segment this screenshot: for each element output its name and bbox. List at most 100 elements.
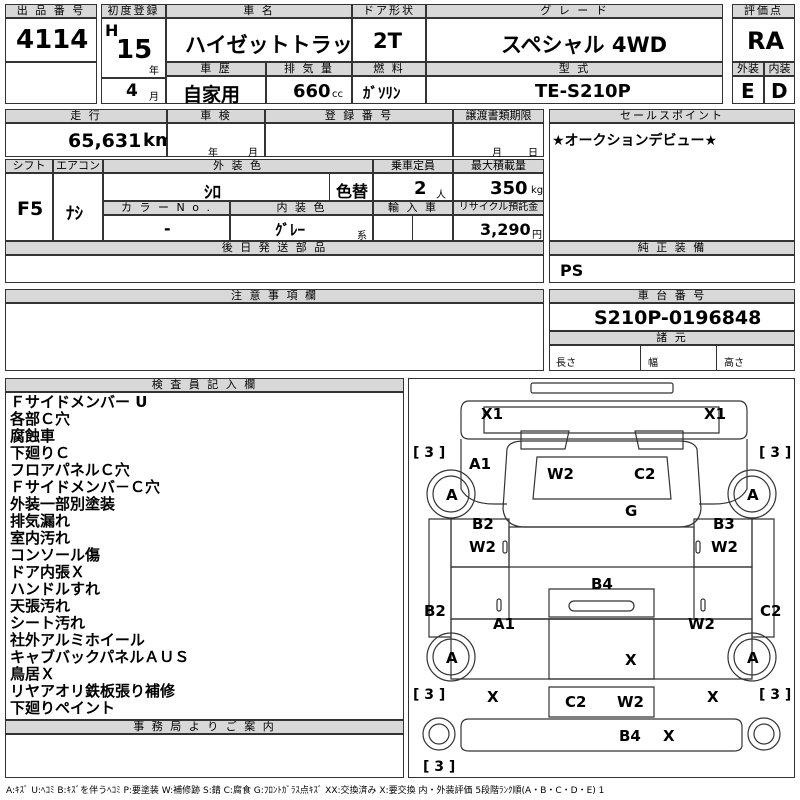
history: 自家用 (183, 84, 241, 106)
max-load-unit: kg (531, 185, 544, 196)
month-unit: 月 (149, 92, 159, 103)
wheel-front-left (426, 469, 476, 519)
exterior-color-cell: ｼﾛ 色替 (103, 173, 373, 203)
recycle-fee: 3,290 (480, 220, 531, 239)
fuel-cell: ｶﾞｿﾘﾝ (352, 76, 426, 104)
height-label: 高さ (724, 358, 744, 369)
inspector-remark-line: 社外アルミホイール (10, 631, 145, 649)
transfer-deadline-header: 譲渡書類期限 (453, 109, 544, 123)
headlight-left (520, 430, 570, 450)
interior-color-cell: ｸﾞﾚｰ 系 (230, 215, 373, 242)
transfer-month-unit: 月 (492, 148, 502, 159)
bed-center-rear (548, 618, 655, 680)
mark-wheel-rl: A (446, 649, 458, 667)
interior-grade: D (771, 79, 788, 103)
mark-x-right: X (707, 688, 719, 706)
legend: A:ｷｽﾞ U:ﾍｺﾐ B:ｷｽﾞを伴うﾍｺﾐ P:要塗装 W:補修跡 S:錆 … (6, 786, 605, 796)
front-bumper-top (530, 382, 674, 394)
mark-b3-right: B3 (713, 515, 735, 533)
mark-x-center: X (625, 651, 637, 669)
mark-b2-side: B2 (424, 602, 446, 620)
headlight-right (634, 430, 684, 450)
exterior-grade: E (741, 79, 755, 103)
score: RA (747, 27, 785, 55)
lot-number-header: 出 品 番 号 (5, 4, 97, 18)
sales-point-header: セールスポイント (549, 109, 795, 123)
shift-header: シフト (5, 159, 53, 173)
inspector-remark-line: Ｆサイドメンバ－Ｃ穴 (10, 478, 161, 496)
mark-tire-rl-count: [ 3 ] (413, 687, 445, 703)
fuel-header: 燃 料 (352, 62, 426, 76)
mileage-unit: km (143, 130, 174, 151)
inspector-remark-line: ドア内張Ｘ (10, 563, 86, 581)
mark-c2-side: C2 (760, 602, 781, 620)
length-label: 長さ (556, 358, 576, 369)
mark-wheel-rr: A (747, 649, 759, 667)
year-unit: 年 (149, 66, 159, 77)
history-cell: 自家用 (166, 76, 266, 106)
mark-b2-left: B2 (472, 515, 494, 533)
mark-w2-rear: W2 (617, 693, 644, 711)
aircon: ﾅｼ (66, 204, 83, 224)
grade: スペシャル 4WD (501, 33, 668, 57)
first-registration-month: 4 (126, 81, 138, 101)
cab-back-panel (508, 526, 695, 620)
notes-header: 注 意 事 項 欄 (5, 289, 544, 303)
mark-g-glass: G (625, 502, 637, 520)
capacity-cell: 2 人 (373, 173, 453, 201)
inspector-remarks-header: 検 査 員 記 入 欄 (5, 378, 404, 392)
spare-tire (422, 717, 456, 751)
car-diagram-panel: X1 X1 [ 3 ] [ 3 ] A1 W2 C2 A A G B2 B3 W… (408, 378, 795, 778)
capacity: 2 (414, 178, 427, 199)
import-header: 輸 入 車 (373, 201, 453, 215)
inspection-header: 車 検 (167, 109, 265, 123)
office-notice-cell (5, 734, 404, 778)
max-load-cell: 350 kg (453, 173, 544, 201)
rear-gate (548, 686, 655, 718)
mileage-header: 走 行 (5, 109, 167, 123)
inspector-remark-line: 各部Ｃ穴 (10, 410, 71, 428)
exterior-grade-cell: E (732, 76, 764, 104)
mileage-cell: 65,631 km (5, 123, 174, 157)
mark-c2-rear: C2 (565, 693, 586, 711)
displacement-header: 排 気 量 (266, 62, 352, 76)
displacement-unit: cc (332, 89, 343, 100)
inspector-remark-line: 外装一部別塗装 (10, 495, 116, 513)
interior-grade-header: 内装 (764, 62, 795, 76)
width-label: 幅 (648, 358, 658, 369)
mark-tire-rr-count: [ 3 ] (759, 687, 791, 703)
mark-spare-count: [ 3 ] (423, 759, 455, 775)
inspection-year-unit: 年 (208, 148, 218, 159)
genuine-equipment-cell: PS (549, 255, 795, 283)
door-type: 2T (373, 29, 402, 53)
transfer-day-unit: 日 (528, 148, 538, 159)
mark-b4-rear: B4 (619, 727, 641, 745)
mark-a1-mid: A1 (493, 615, 515, 633)
transfer-deadline-cell: 月 日 (453, 123, 544, 159)
max-load-header: 最大積載量 (453, 159, 544, 173)
mark-front-right-x: X1 (704, 405, 726, 423)
exterior-grade-header: 外装 (732, 62, 764, 76)
color-number-header: カ ラ ー N o . (103, 201, 230, 215)
shift-cell: F5 (5, 173, 53, 241)
sales-point: ★オークションデビュー★ (552, 133, 718, 149)
inspector-remark-line: Ｆサイドメンバー U (10, 393, 148, 411)
color-number-cell: - (103, 215, 230, 241)
first-registration-month-cell: 4 月 (101, 78, 166, 104)
interior-grade-cell: D (764, 76, 795, 104)
recycle-fee-cell: 3,290 円 (453, 215, 544, 241)
mark-tire-fr-count: [ 3 ] (759, 445, 791, 461)
recycle-fee-header: リサイクル預託金 (453, 201, 544, 215)
interior-color-header: 内 装 色 (230, 201, 373, 215)
inspection-month-unit: 月 (248, 148, 258, 159)
wheel-front-right (727, 469, 777, 519)
mark-wheel-fl: A (446, 486, 458, 504)
mileage: 65,631 (68, 130, 142, 152)
recycle-unit: 円 (532, 230, 542, 241)
model: TE-S210P (535, 81, 631, 102)
later-parts-header: 後 日 発 送 部 品 (5, 241, 544, 255)
car-name-header: 車 名 (166, 4, 352, 18)
fuel: ｶﾞｿﾘﾝ (363, 84, 401, 102)
interior-color: ｸﾞﾚｰ (275, 221, 306, 239)
